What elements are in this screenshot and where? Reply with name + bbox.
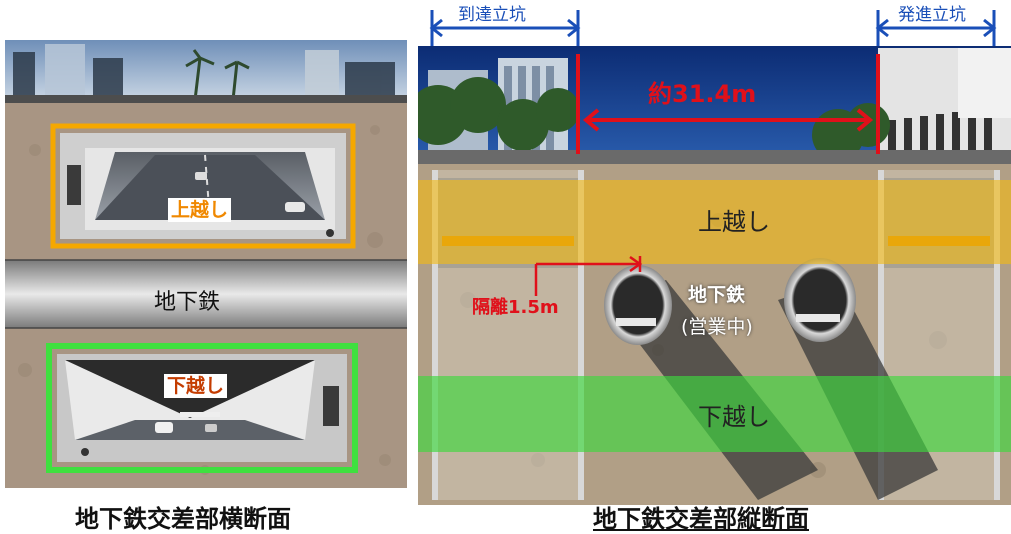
lower-pass-label-right: 下越し <box>698 403 770 431</box>
longitudinal-section-caption: 地下鉄交差部縦断面 <box>593 505 809 533</box>
departure-shaft-label: 発進立坑 <box>898 5 966 25</box>
subway-status-label: (営業中) <box>681 316 753 338</box>
upper-pass-label-right: 上越し <box>698 208 770 236</box>
upper-pass-label-left: 上越し <box>168 198 232 222</box>
lower-pass-band <box>418 376 1011 452</box>
separation-label: 隔離1.5m <box>472 297 559 318</box>
distance-label: 約31.4m <box>648 80 757 108</box>
longitudinal-section-illustration <box>418 0 1011 505</box>
lower-pass-label-left: 下越し <box>164 374 228 398</box>
lower-tunnel-highlight-left <box>46 343 358 473</box>
upper-pass-band <box>418 180 1011 264</box>
cross-section-caption: 地下鉄交差部横断面 <box>75 505 291 533</box>
upper-tunnel-highlight-left <box>50 123 356 249</box>
subway-label-right: 地下鉄 <box>688 284 746 306</box>
cross-section-illustration <box>5 40 407 488</box>
arrival-shaft-label: 到達立坑 <box>458 5 526 25</box>
subway-band-label: 地下鉄 <box>154 290 221 315</box>
